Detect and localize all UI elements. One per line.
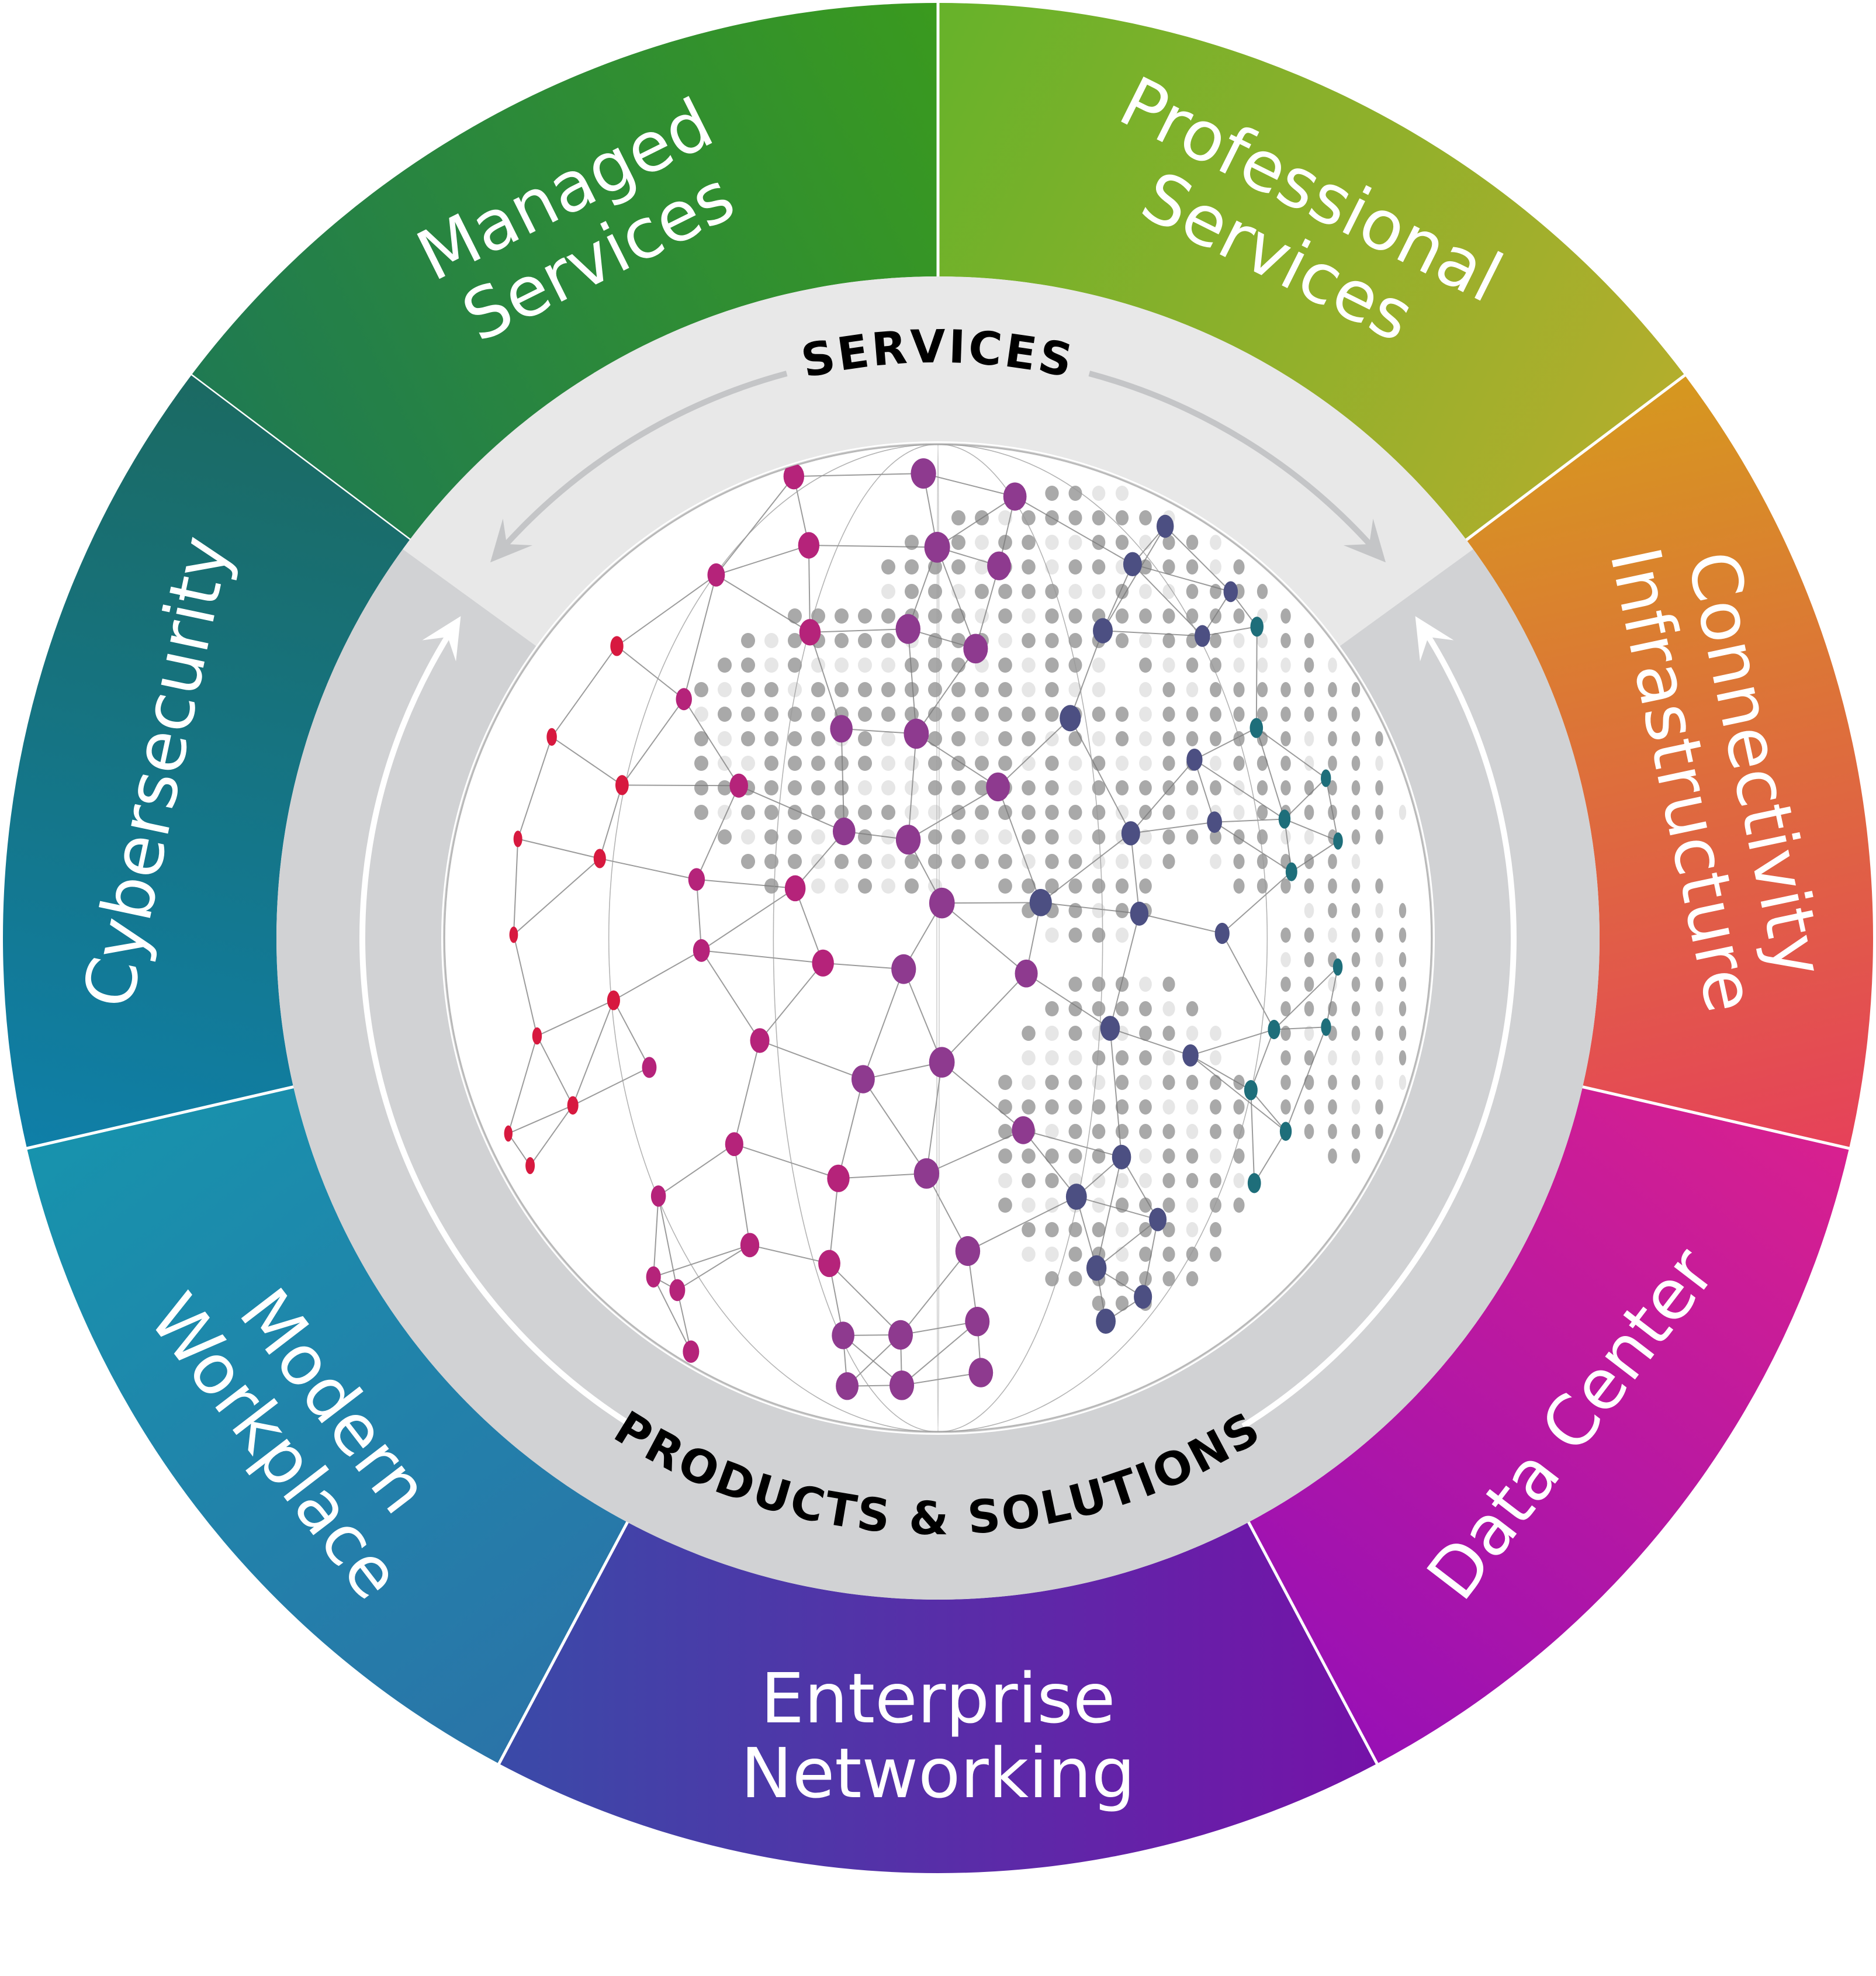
segment-divider bbox=[1581, 1085, 1851, 1150]
globe-icon bbox=[443, 443, 1433, 1433]
network-nodes bbox=[504, 458, 1343, 1400]
services-arrow-left-icon bbox=[501, 371, 788, 549]
segment-divider bbox=[1465, 373, 1687, 542]
segment-data-center[interactable] bbox=[1248, 1086, 1849, 1764]
arrowhead-icon bbox=[1415, 616, 1454, 662]
network-lines bbox=[444, 444, 1432, 1432]
segment-label-line: Networking bbox=[740, 1733, 1135, 1814]
services-arrow-right-icon bbox=[1088, 371, 1375, 549]
segment-connectivity-infrastructure[interactable] bbox=[1466, 375, 1873, 1148]
services-band bbox=[403, 276, 1473, 646]
arrowhead-icon bbox=[422, 616, 461, 662]
inner-band: SERVICES PRODUCTS & SOLUTIONS bbox=[276, 276, 1600, 1600]
segment-enterprise-networking[interactable] bbox=[499, 1522, 1377, 1873]
segment-managed-services[interactable] bbox=[191, 3, 938, 540]
segment-label-line: Enterprise bbox=[761, 1658, 1116, 1739]
segment-modern-workplace[interactable] bbox=[27, 1086, 628, 1764]
segment-cybersecurity[interactable] bbox=[3, 375, 410, 1148]
arrowhead-icon bbox=[1343, 518, 1386, 563]
segment-divider bbox=[1247, 1521, 1379, 1766]
products-solutions-band bbox=[276, 549, 1600, 1600]
products-arrow-right-icon bbox=[1241, 631, 1517, 1429]
arrowhead-icon bbox=[490, 518, 533, 563]
outer-ring-segments bbox=[3, 2, 1873, 1873]
products-arrow-left-icon bbox=[359, 631, 635, 1429]
world-map-dots bbox=[694, 486, 1407, 1311]
segment-professional-services[interactable] bbox=[938, 3, 1685, 540]
segment-divider bbox=[497, 1521, 629, 1766]
segment-divider bbox=[25, 1085, 295, 1150]
